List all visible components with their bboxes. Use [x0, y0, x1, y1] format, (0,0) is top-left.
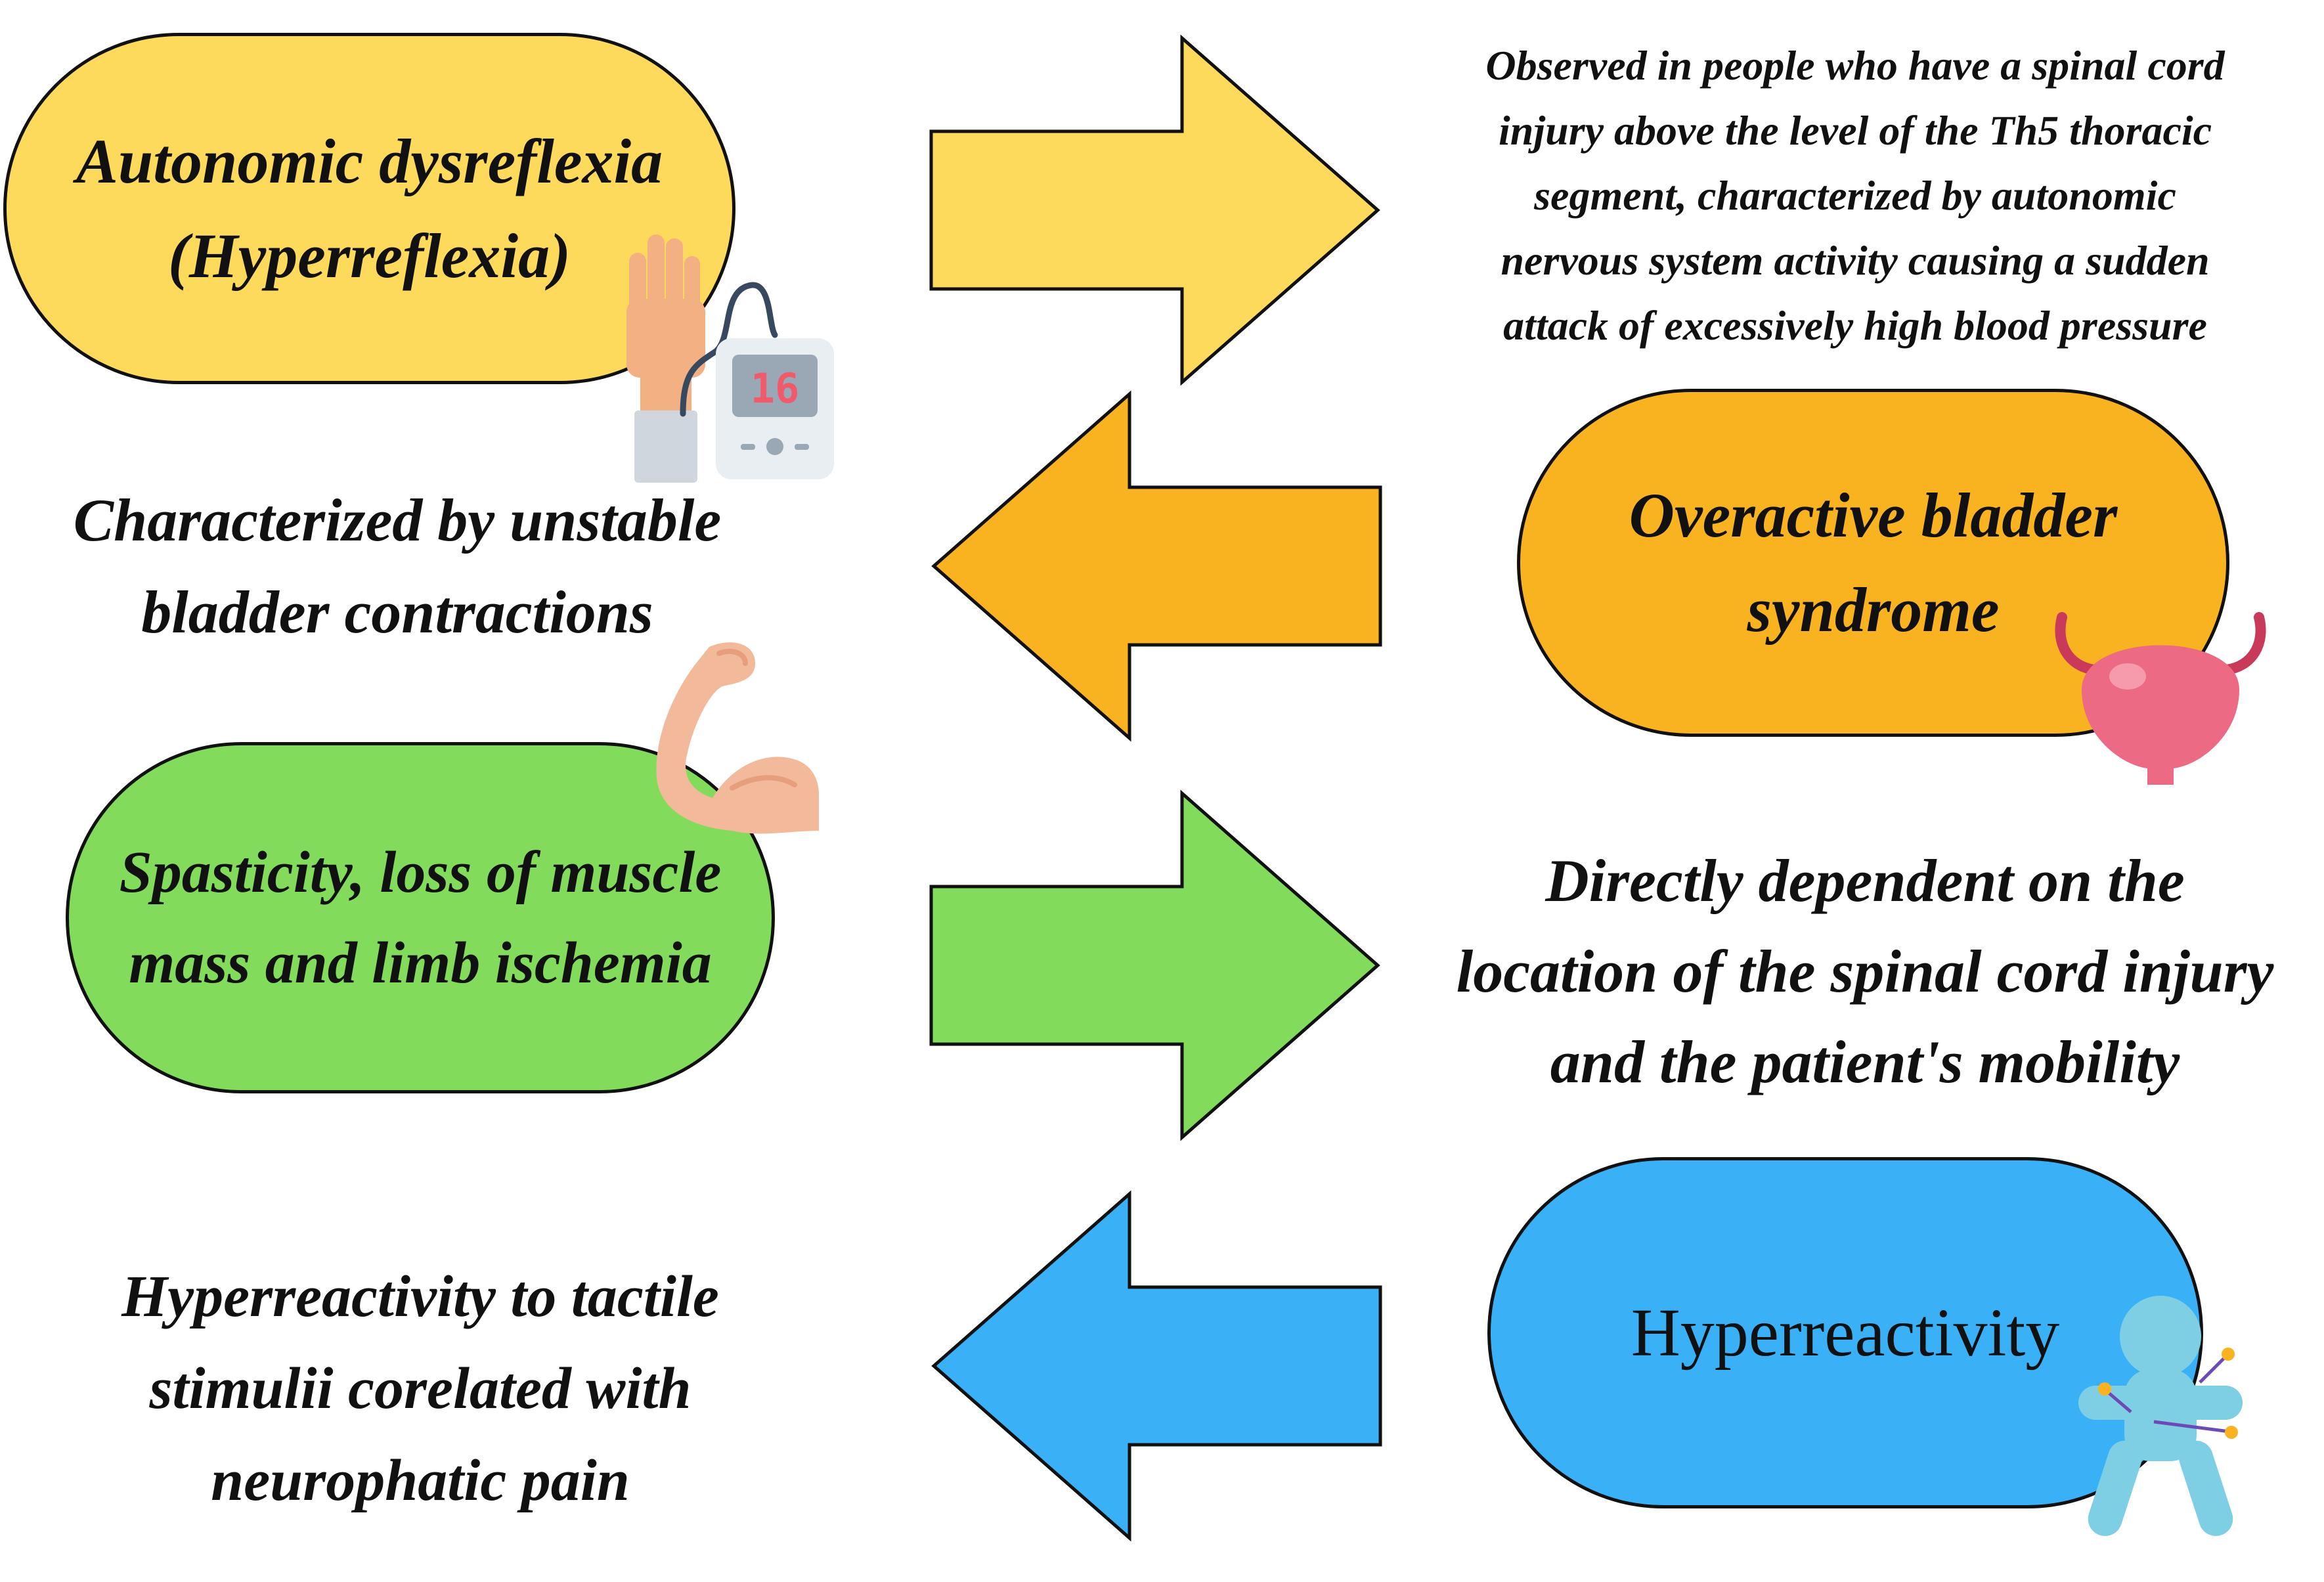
term-line: Autonomic dysreflexia	[76, 125, 663, 196]
description-autonomic-dysreflexia: Observed in people who have a spinal cor…	[1399, 33, 2312, 358]
flexed-arm-icon	[656, 642, 819, 834]
monitor-reading: 16	[751, 364, 800, 412]
term-line: Hyperreactivity	[1631, 1295, 2060, 1371]
term-line: mass and limb ischemia	[129, 930, 712, 996]
description-line: stimulii corelated with	[149, 1356, 691, 1421]
right-arrow-yellow	[929, 34, 1380, 386]
description-line: attack of excessively high blood pressur…	[1503, 302, 2207, 349]
description-line: injury above the level of the Th5 thorac…	[1498, 107, 2212, 154]
pin-doll-icon	[2078, 1296, 2243, 1536]
right-arrow-green	[929, 789, 1380, 1141]
description-overactive-bladder: Characterized by unstable bladder contra…	[26, 474, 768, 658]
term-spasticity: Spasticity, loss of muscle mass and limb…	[66, 742, 775, 1093]
blood-pressure-monitor-icon: 16	[626, 234, 834, 483]
description-line: segment, characterized by autonomic	[1534, 172, 2176, 219]
term-autonomic-dysreflexia: Autonomic dysreflexia (Hyperreflexia)	[3, 33, 735, 384]
description-spasticity: Directly dependent on the location of th…	[1412, 835, 2318, 1107]
description-line: nervous system activity causing a sudden	[1501, 237, 2210, 284]
description-line: Observed in people who have a spinal cor…	[1485, 42, 2225, 89]
description-line: Hyperreactivity to tactile	[121, 1264, 719, 1329]
term-line: (Hyperreflexia)	[167, 220, 571, 291]
term-line: syndrome	[1747, 575, 2000, 645]
description-line: Characterized by unstable	[73, 487, 722, 554]
description-line: and the patient's mobility	[1550, 1028, 2180, 1095]
bladder-icon	[2055, 612, 2266, 785]
term-line: Overactive bladder	[1629, 480, 2118, 550]
term-line: Spasticity, loss of muscle	[119, 839, 722, 905]
description-line: Directly dependent on the	[1545, 847, 2185, 914]
left-arrow-blue	[931, 1190, 1382, 1542]
description-line: neurophatic pain	[211, 1448, 630, 1513]
description-line: location of the spinal cord injury	[1456, 938, 2274, 1005]
description-hyperreactivity: Hyperreactivity to tactile stimulii core…	[39, 1251, 801, 1527]
description-line: bladder contractions	[141, 579, 653, 646]
term-hyperreactivity: Hyperreactivity	[1487, 1157, 2203, 1508]
left-arrow-orange	[931, 390, 1382, 742]
